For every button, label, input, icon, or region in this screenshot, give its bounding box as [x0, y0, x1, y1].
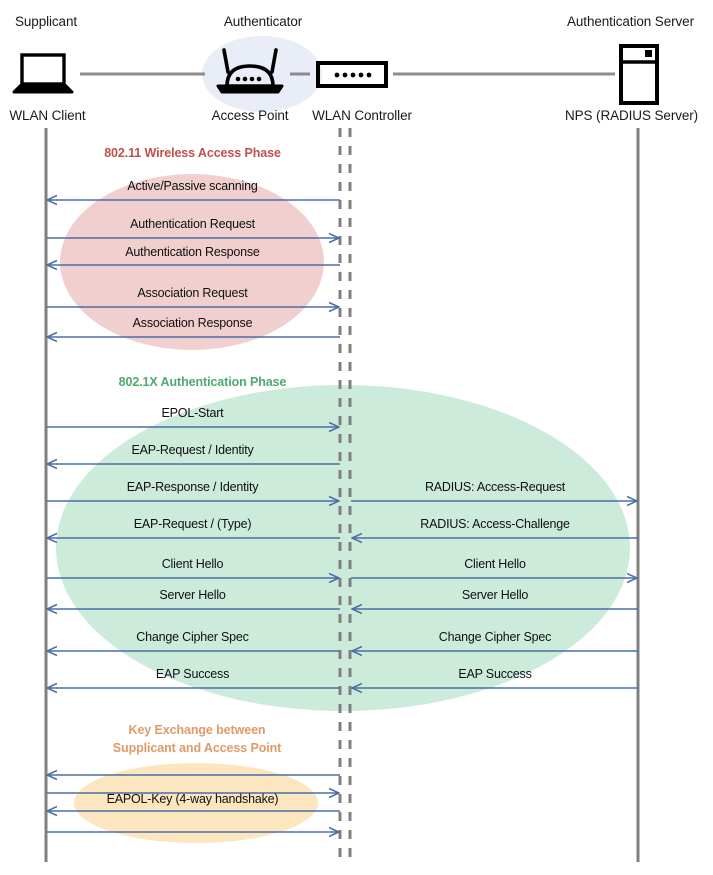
phase-label-8021x-auth: 802.1X Authentication Phase: [118, 375, 287, 389]
msg-label-change-cipher-spec-right: Change Cipher Spec: [438, 630, 552, 644]
msg-label-eap-success-right: EAP Success: [458, 667, 532, 681]
phase-label-key-exchange: Key Exchange between Supplicant and Acce…: [72, 721, 322, 757]
actor-device-wlan-controller: WLAN Controller: [312, 108, 412, 123]
access-point-icon: [216, 48, 284, 94]
actor-role-authentication-server: Authentication Server: [567, 14, 694, 29]
phase-key-exchange-ellipse: [74, 763, 318, 843]
msg-label-authentication-request: Authentication Request: [130, 217, 255, 231]
msg-label-server-hello-right: Server Hello: [461, 588, 529, 602]
msg-label-radius-access-challenge: RADIUS: Access-Challenge: [420, 517, 570, 531]
msg-label-eapol-key-4way-handshake: EAPOL-Key (4-way handshake): [106, 792, 279, 806]
phase-8021x-auth-ellipse: [56, 385, 630, 711]
msg-label-eap-response-identity: EAP-Response / Identity: [126, 480, 259, 494]
msg-label-eap-success-left: EAP Success: [155, 667, 230, 681]
msg-label-radius-access-request: RADIUS: Access-Request: [424, 480, 566, 494]
actor-device-access-point: Access Point: [211, 108, 289, 123]
actor-role-supplicant: Supplicant: [14, 14, 78, 29]
phase-label-wireless-access: 802.11 Wireless Access Phase: [104, 146, 281, 160]
msg-label-eap-request-type: EAP-Request / (Type): [133, 517, 252, 531]
msg-label-eap-request-identity: EAP-Request / Identity: [131, 443, 254, 457]
msg-label-association-request: Association Request: [137, 286, 248, 300]
msg-label-active-passive-scanning: Active/Passive scanning: [127, 179, 258, 193]
wlan-controller-icon: [316, 61, 388, 88]
phase-label-key-exchange-line1: Key Exchange between: [128, 723, 266, 737]
msg-label-association-response: Association Response: [132, 316, 253, 330]
msg-label-change-cipher-spec-left: Change Cipher Spec: [136, 630, 249, 644]
actor-role-authenticator: Authenticator: [223, 14, 303, 29]
msg-label-client-hello-right: Client Hello: [464, 557, 526, 571]
msg-label-authentication-response: Authentication Response: [125, 245, 260, 259]
server-icon: [619, 44, 659, 105]
laptop-icon: [12, 53, 74, 94]
msg-label-server-hello-left: Server Hello: [159, 588, 226, 602]
phase-label-key-exchange-line2: Supplicant and Access Point: [112, 741, 282, 755]
msg-label-client-hello-left: Client Hello: [161, 557, 224, 571]
actor-device-nps-radius-server: NPS (RADIUS Server): [564, 108, 699, 123]
phase-wireless-access-ellipse: [60, 174, 324, 350]
actor-device-wlan-client: WLAN Client: [9, 108, 86, 123]
msg-label-eapol-start: EPOL-Start: [161, 406, 224, 420]
